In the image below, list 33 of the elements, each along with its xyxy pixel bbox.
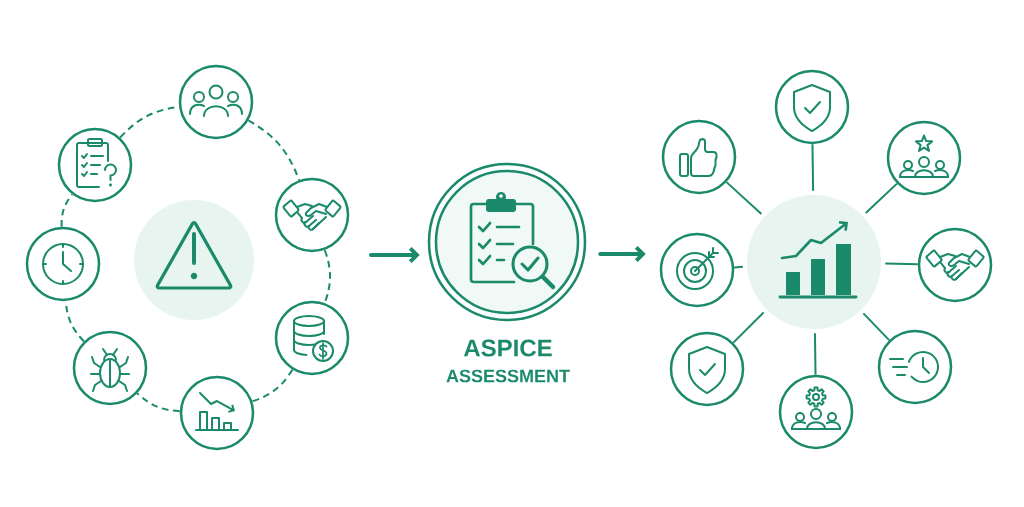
- icon-circle: [774, 69, 850, 145]
- icon-circle: [778, 374, 854, 450]
- icon-circle: [25, 226, 101, 302]
- connector-line: [811, 143, 815, 192]
- icon-circle: [669, 331, 745, 407]
- subheading: ASSESSMENT: [446, 369, 570, 383]
- dashed-arc: [323, 249, 332, 304]
- heading: ASPICE: [463, 339, 552, 357]
- connector-line: [725, 181, 763, 215]
- dashed-arc: [247, 119, 301, 182]
- dashed-arc: [60, 193, 74, 228]
- dashed-arc: [251, 368, 294, 403]
- connector-line: [884, 262, 919, 266]
- icon-circle: [274, 300, 350, 376]
- disc: [134, 200, 254, 320]
- icon-circle: [72, 330, 148, 406]
- arrow: [598, 245, 646, 263]
- icon-circle: [57, 127, 133, 203]
- dashed-arc: [136, 392, 181, 413]
- connector-line: [733, 265, 744, 269]
- connector-line: [864, 182, 898, 215]
- icon-circle: [877, 329, 953, 405]
- icon-circle: [274, 177, 350, 253]
- connector-line: [813, 332, 817, 376]
- icon-circle: [659, 232, 735, 308]
- connector-line: [862, 312, 891, 342]
- arrow: [369, 246, 420, 264]
- icon-circle: [178, 64, 254, 140]
- icon-circle: [661, 119, 737, 195]
- connector-line: [732, 311, 765, 344]
- icon-circle: [179, 375, 255, 451]
- icon-circle: [917, 227, 993, 303]
- icon-circle: [886, 120, 962, 196]
